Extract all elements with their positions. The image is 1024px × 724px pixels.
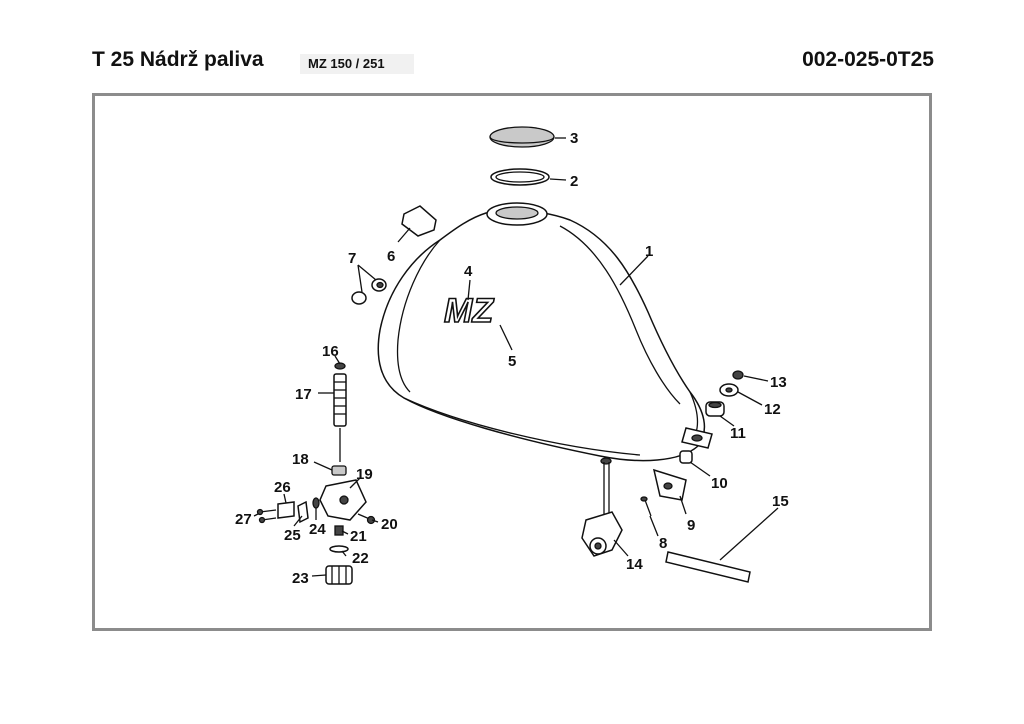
callout-13: 13 [770, 374, 787, 391]
leader-lines [253, 137, 779, 577]
callout-7: 7 [348, 250, 356, 267]
callout-9: 9 [687, 517, 695, 534]
filler-neck [486, 202, 548, 226]
callout-21: 21 [350, 528, 367, 545]
bracket-hole [663, 482, 673, 490]
callout-6: 6 [387, 248, 395, 265]
fuel-tap [581, 462, 623, 557]
rear-tab [681, 427, 713, 449]
callout-22: 22 [352, 550, 369, 567]
callout-14: 14 [626, 556, 643, 573]
callout-26: 26 [274, 479, 291, 496]
filler-cap [489, 126, 555, 148]
fuel-hose [665, 551, 751, 583]
callout-20: 20 [381, 516, 398, 533]
lever-plate [277, 501, 295, 519]
callout-24: 24 [309, 521, 326, 538]
callout-10: 10 [711, 475, 728, 492]
callout-25: 25 [284, 527, 301, 544]
nut [732, 370, 744, 380]
rubber-grommets [351, 278, 387, 305]
callout-1: 1 [645, 243, 653, 260]
tap-port [339, 495, 349, 505]
callout-5: 5 [508, 353, 516, 370]
callout-18: 18 [292, 451, 309, 468]
callout-19: 19 [356, 466, 373, 483]
rubber-block [401, 205, 437, 237]
spacer-bush [679, 450, 693, 464]
callout-11: 11 [730, 425, 746, 442]
lever-washer [312, 497, 320, 509]
union-screw [357, 513, 376, 525]
nipple [334, 525, 344, 536]
seal-ring [331, 465, 347, 476]
callout-15: 15 [772, 493, 789, 510]
callout-17: 17 [295, 386, 312, 403]
washer [719, 383, 739, 397]
callout-16: 16 [322, 343, 339, 360]
callout-27: 27 [235, 511, 252, 528]
small-screws [256, 508, 277, 524]
callout-23: 23 [292, 570, 309, 587]
rubber-bush [705, 401, 725, 417]
model-label: MZ 150 / 251 [300, 54, 414, 74]
screw [640, 496, 652, 517]
callout-8: 8 [659, 535, 667, 552]
cap-gasket [490, 168, 550, 186]
fuel-tank [377, 210, 706, 462]
page-title: T 25 Nádrž paliva [92, 48, 264, 71]
sealing-washer [329, 545, 349, 553]
callout-12: 12 [764, 401, 781, 418]
callout-4: 4 [464, 263, 473, 280]
sediment-bowl [325, 565, 353, 585]
callout-3: 3 [570, 130, 578, 147]
callout-2: 2 [570, 173, 578, 190]
part-code: 002-025-0T25 [802, 48, 934, 71]
strainer [333, 373, 347, 462]
diagram-frame [92, 93, 932, 631]
tank-emblem: MZ [444, 292, 494, 330]
